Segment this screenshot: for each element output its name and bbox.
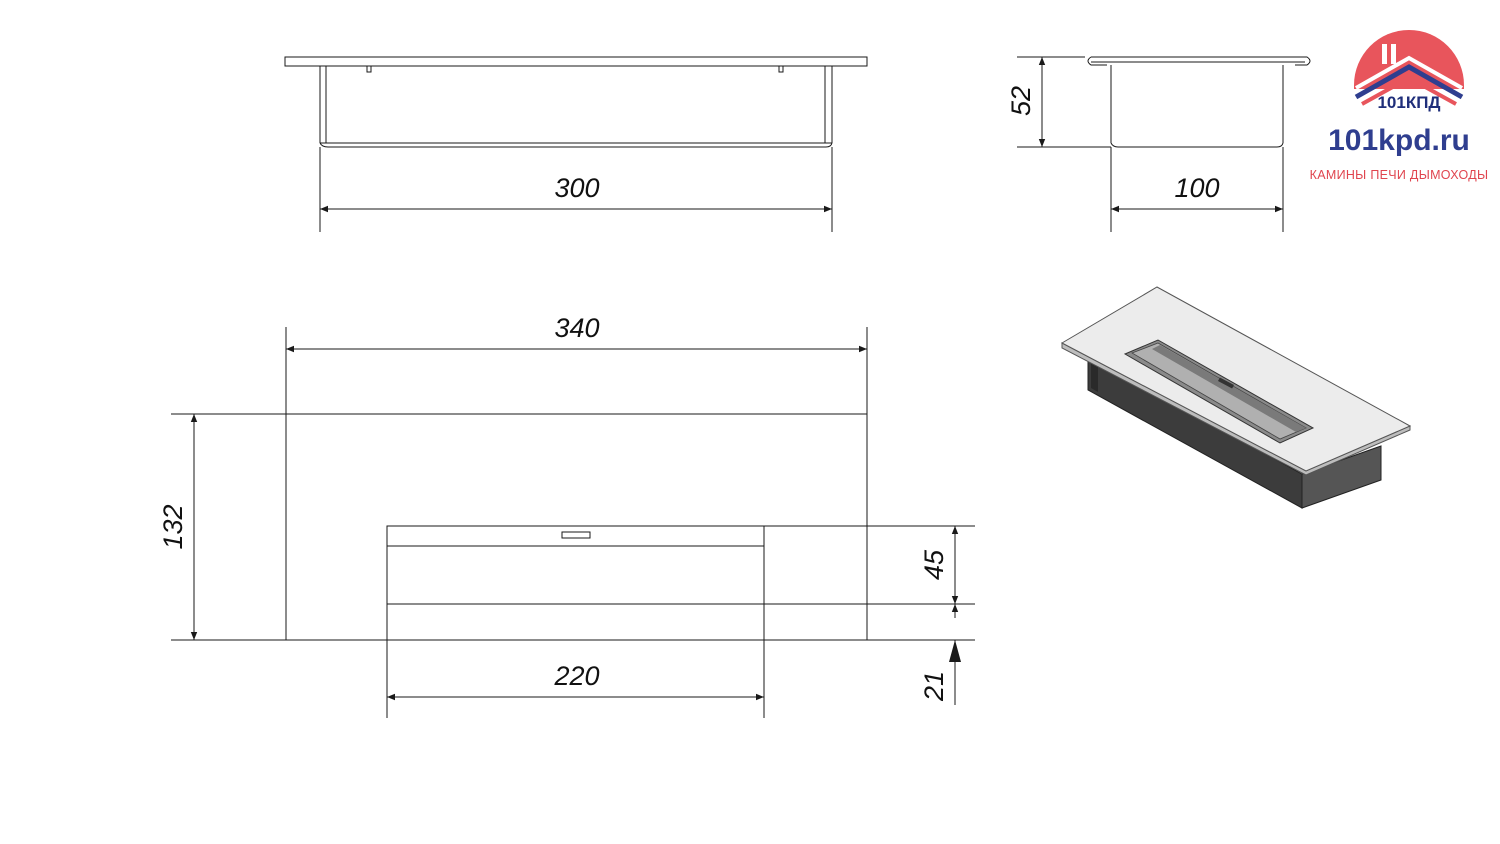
side-view: 52 100 — [1006, 56, 1311, 232]
dim-slot-depth: 45 — [919, 549, 949, 580]
dim-front-width: 300 — [554, 173, 599, 203]
dim-side-height: 52 — [1006, 86, 1036, 116]
dim-slot-width: 220 — [553, 661, 599, 691]
brand-logo: 101КПД 101kpd.ru КАМИНЫ ПЕЧИ ДЫМОХОДЫ — [1310, 30, 1489, 182]
dim-side-width: 100 — [1174, 173, 1219, 203]
logo-domain: 101kpd.ru — [1328, 124, 1470, 157]
isometric-view — [1060, 286, 1412, 509]
logo-badge: 101КПД — [1377, 93, 1440, 112]
dim-top-depth: 132 — [158, 504, 188, 549]
top-view: 340 132 220 45 21 — [158, 313, 975, 718]
dim-top-width: 340 — [554, 313, 599, 343]
dim-slot-offset: 21 — [919, 671, 949, 702]
logo-tagline: КАМИНЫ ПЕЧИ ДЫМОХОДЫ — [1310, 168, 1489, 182]
front-view: 300 — [284, 56, 868, 232]
